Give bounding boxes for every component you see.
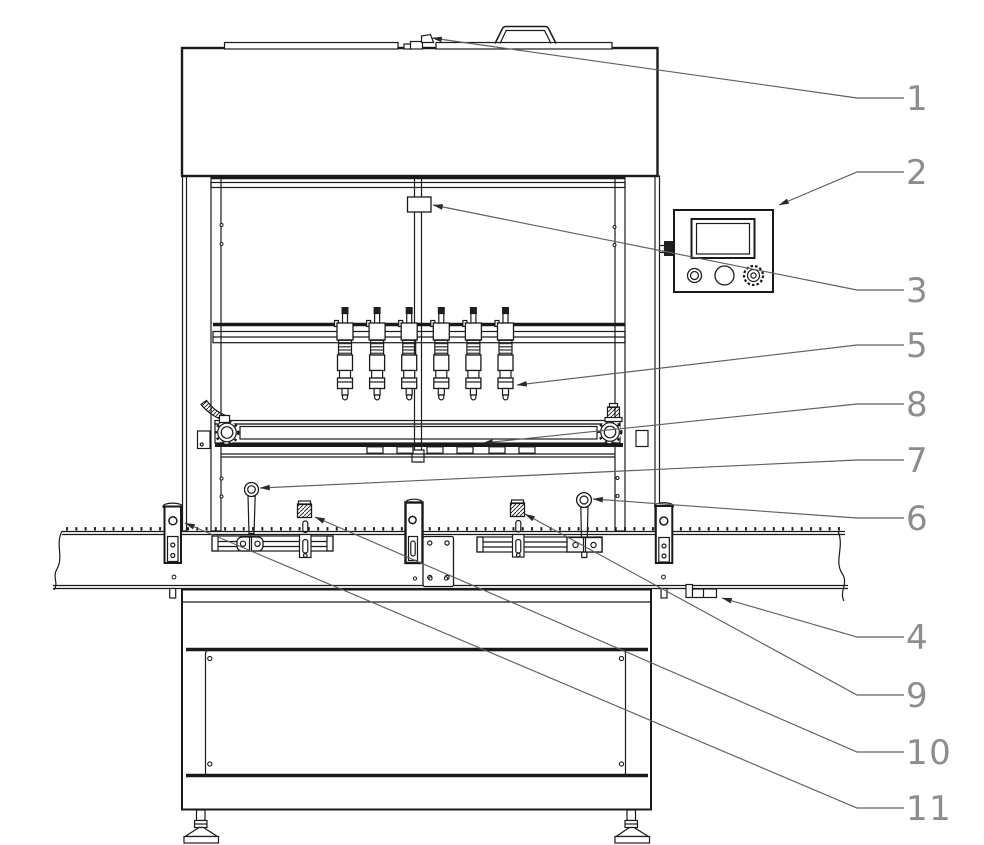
leader-line-5 <box>516 344 904 387</box>
guide-post-right <box>653 502 675 599</box>
lid-handle <box>494 25 557 44</box>
frame-mid-section <box>181 175 661 532</box>
callout-numbers: 1 2 3 5 8 7 6 4 9 10 11 <box>906 79 952 829</box>
callout-number-6: 6 <box>906 499 929 539</box>
leader-line-7 <box>259 459 904 491</box>
conveyor-bolt-dots <box>171 574 666 581</box>
leveling-foot-left <box>182 809 220 844</box>
machine-head <box>180 25 659 178</box>
leader-line-11 <box>184 522 904 809</box>
callout-number-4: 4 <box>906 618 929 658</box>
bottle-tray <box>196 399 649 458</box>
callout-number-3: 3 <box>906 271 929 311</box>
center-column-foot <box>411 449 425 463</box>
conveyor-chain-ticks <box>62 527 841 532</box>
callout-number-10: 10 <box>906 733 952 773</box>
callout-number-9: 9 <box>906 676 929 716</box>
lid-valve-fitting <box>409 33 435 50</box>
leader-line-10 <box>314 516 904 753</box>
ball-lever-left <box>243 481 260 535</box>
side-wall-right <box>654 175 661 532</box>
leader-line-1 <box>431 36 904 99</box>
tray-adjust-wheel-left <box>214 420 240 445</box>
callout-number-7: 7 <box>906 441 929 481</box>
conveyor-break-left <box>53 530 63 591</box>
callout-number-8: 8 <box>906 385 929 425</box>
leader-line-2 <box>778 171 904 206</box>
filling-nozzle <box>494 306 515 401</box>
tray-inner-panel <box>239 425 598 440</box>
cabinet-body <box>181 588 652 811</box>
tray-bottle-tabs <box>366 446 536 454</box>
lid-plate-right <box>435 41 613 50</box>
panel-screen-inner <box>695 222 751 255</box>
top-rail-lower <box>210 181 626 189</box>
guide-post-left <box>162 502 183 599</box>
guide-rail-right <box>476 536 603 553</box>
guide-clamp-post-right <box>509 499 526 558</box>
callout-number-11: 11 <box>906 789 952 829</box>
leader-line-4 <box>721 597 904 638</box>
conveyor <box>53 498 848 602</box>
leader-line-8 <box>482 403 904 445</box>
push-button-icon <box>714 265 735 286</box>
indicator-light-icon <box>686 267 703 284</box>
filling-nozzle <box>462 306 483 401</box>
panel-connector <box>664 241 674 256</box>
frame-post-left <box>210 175 222 532</box>
filling-nozzle <box>430 306 450 401</box>
filling-nozzle <box>365 306 386 401</box>
callout-number-5: 5 <box>906 326 929 366</box>
base-cabinet <box>181 588 652 844</box>
head-housing <box>180 46 659 178</box>
conveyor-break-right <box>837 530 846 602</box>
filling-nozzles <box>333 306 515 401</box>
tray-bracket-left <box>196 430 211 450</box>
tray-cam-lever-right <box>604 402 623 423</box>
leader-line-9 <box>524 513 904 696</box>
column-sensor-box <box>406 196 432 213</box>
guide-rail-left <box>211 535 334 552</box>
lid-plate-left <box>223 41 399 50</box>
door-screws <box>207 655 625 767</box>
nozzle-manifold <box>212 322 626 344</box>
tray-cam-lever-left <box>200 399 231 424</box>
callout-number-1: 1 <box>906 79 929 119</box>
cabinet-door <box>204 649 627 777</box>
side-wall-left <box>181 175 188 532</box>
leader-line-3 <box>432 204 904 291</box>
frame-screw-dots <box>219 223 620 499</box>
guide-clamp-post-left <box>296 500 313 559</box>
filling-nozzle <box>333 306 354 401</box>
panel-screen <box>690 218 756 259</box>
callout-leaders <box>184 36 904 809</box>
drain-fitting <box>685 583 718 599</box>
tray-bracket-right <box>635 429 649 448</box>
center-column <box>413 175 423 463</box>
leveling-foot-right <box>614 809 651 844</box>
callout-number-2: 2 <box>906 153 929 193</box>
tray-adjust-wheel-right <box>597 419 623 445</box>
leader-line-6 <box>592 496 904 519</box>
control-panel <box>658 209 774 293</box>
